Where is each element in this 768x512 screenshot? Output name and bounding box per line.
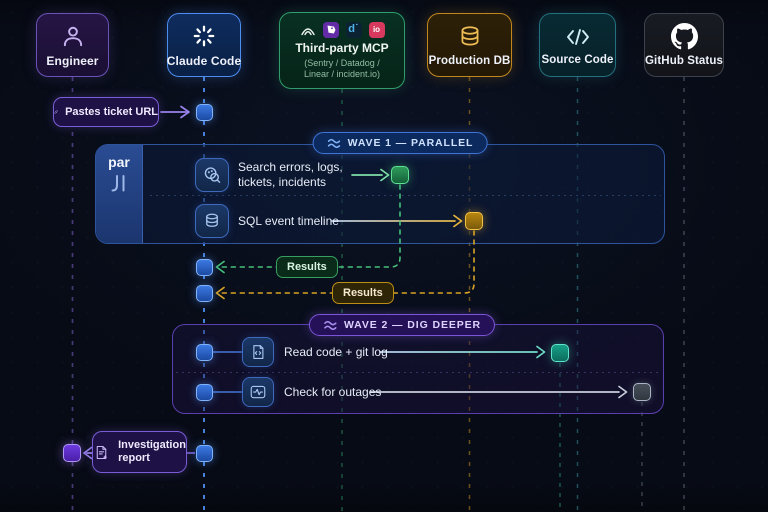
database-small-icon — [206, 213, 218, 227]
link-icon — [54, 110, 58, 114]
wave1-badge: WAVE 1 — PARALLEL — [312, 132, 488, 154]
actor-claude-code: Claude Code — [167, 13, 241, 77]
github-activation-node — [633, 383, 651, 401]
search-logs-chip — [195, 158, 229, 192]
par-label: par — [108, 154, 130, 170]
code-brackets-icon — [566, 28, 589, 45]
paste-ticket-badge: Pastes ticket URL — [53, 97, 159, 127]
d-mark-icon: d˙ — [345, 21, 362, 38]
investigation-report-badge: Investigation report — [92, 431, 187, 473]
actor-engineer: Engineer — [36, 13, 109, 77]
db-activation-node — [465, 212, 483, 230]
wave-icon — [327, 138, 341, 149]
datadog-icon — [322, 21, 339, 38]
mcp-subtitle-line1: (Sentry / Datadog / — [304, 57, 380, 68]
results-badge-green: Results — [276, 256, 338, 278]
sql-request-text: SQL event timeline — [238, 214, 339, 228]
actor-source-code-label: Source Code — [541, 53, 614, 66]
results-return-green — [215, 184, 401, 274]
pulse-icon — [250, 385, 266, 399]
wave-icon — [324, 320, 337, 331]
code-file-chip — [242, 337, 274, 367]
par-panel: par — [96, 145, 143, 243]
wave2-badge-label: WAVE 2 — DIG DEEPER — [343, 319, 482, 331]
par-block: par — [95, 144, 665, 244]
search-request-line1: Search errors, logs, — [238, 160, 343, 174]
search-request-text: Search errors, logs, tickets, incidents — [238, 160, 343, 190]
sql-request-arrow — [331, 214, 463, 228]
investigation-report-line1: Investigation — [118, 439, 186, 451]
actor-github-status-label: GitHub Status — [645, 55, 723, 67]
paste-ticket-label: Pastes ticket URL — [65, 106, 158, 118]
actor-claude-code-label: Claude Code — [166, 53, 242, 68]
mcp-activation-node — [391, 166, 409, 184]
incident-io-icon: io — [368, 21, 385, 38]
claude-node-results-green — [195, 258, 213, 276]
actor-third-party-mcp: d˙ io Third-party MCP (Sentry / Datadog … — [279, 12, 405, 89]
sentry-icon — [300, 27, 315, 35]
claude-node-results-amber — [195, 284, 213, 302]
search-request-arrow — [351, 168, 390, 182]
read-code-text: Read code + git log — [284, 345, 388, 359]
results-return-amber — [215, 230, 475, 300]
check-outages-arrow — [369, 385, 628, 399]
person-icon — [63, 26, 82, 46]
actor-github-status: GitHub Status — [644, 13, 724, 77]
results-badge-amber: Results — [332, 282, 394, 304]
search-request-line2: tickets, incidents — [238, 175, 327, 189]
claude-node-read-code — [195, 343, 213, 361]
github-icon — [670, 23, 698, 50]
engineer-node-report — [63, 444, 81, 462]
mcp-icons-row: d˙ io — [300, 21, 385, 38]
actor-source-code: Source Code — [539, 13, 616, 77]
code-file-icon — [253, 345, 264, 359]
parallel-icon — [111, 175, 125, 192]
actor-third-party-mcp-label: Third-party MCP — [295, 40, 389, 55]
wave1-badge-label: WAVE 1 — PARALLEL — [347, 137, 474, 149]
wave2-node-connectors — [213, 351, 242, 393]
mcp-subtitle: (Sentry / Datadog / Linear / incident.io… — [304, 58, 380, 80]
database-icon — [461, 25, 478, 45]
claude-node-receive-ticket — [195, 103, 213, 121]
actor-production-db-label: Production DB — [428, 54, 511, 67]
actor-production-db: Production DB — [427, 13, 512, 77]
investigation-report-label: Investigation report — [118, 439, 186, 465]
check-outages-text: Check for outages — [284, 385, 382, 399]
claude-node-report — [195, 444, 213, 462]
sql-chip — [195, 204, 229, 238]
source-activation-node — [551, 344, 569, 362]
wave2-badge: WAVE 2 — DIG DEEPER — [308, 314, 496, 336]
pulse-chip — [242, 377, 274, 407]
investigation-report-line2: report — [118, 452, 150, 464]
report-sparkle-icon — [96, 445, 108, 459]
search-logs-icon — [204, 167, 221, 183]
paste-ticket-arrow — [160, 105, 190, 119]
mcp-subtitle-line2: Linear / incident.io) — [303, 68, 381, 79]
actor-engineer-label: Engineer — [46, 53, 99, 68]
claude-spark-icon — [193, 25, 215, 46]
report-arrow-to-engineer — [83, 446, 93, 460]
claude-node-check-outages — [195, 383, 213, 401]
read-code-arrow — [379, 345, 546, 359]
